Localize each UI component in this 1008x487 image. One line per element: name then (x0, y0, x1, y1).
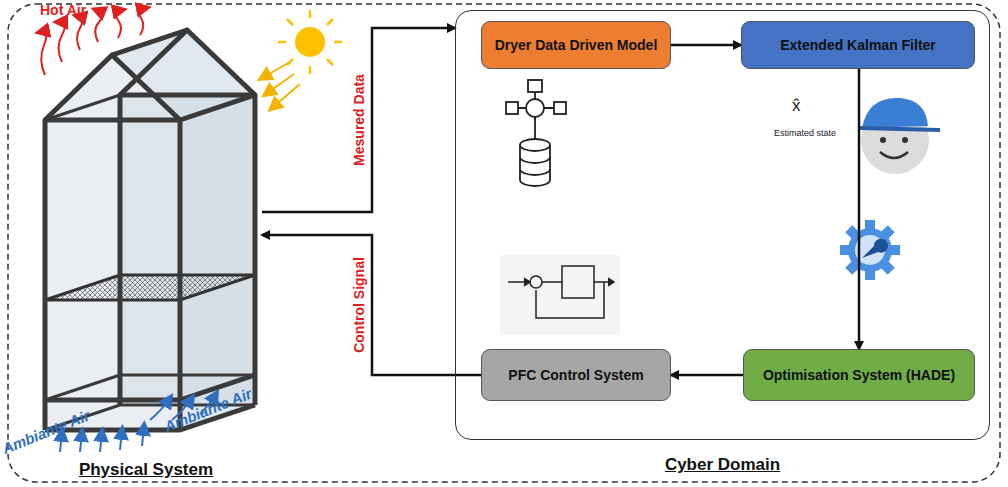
cyber-domain-panel: Cyber DomainDryer Data Driven ModelExten… (455, 10, 990, 440)
flow-arrow (858, 69, 861, 349)
physical-system-region: Physical System (30, 20, 262, 482)
process-box: PFC Control System (481, 349, 671, 401)
gear-icon (840, 220, 900, 280)
control-loop-icon (500, 255, 620, 335)
flow-arrow (671, 44, 741, 47)
air-label: Ambiante Air (162, 384, 254, 435)
signal-label: Control Signal (351, 255, 367, 355)
box-label: Optimisation System (HADE) (763, 367, 955, 383)
hot-air-arrows (40, 8, 146, 75)
process-box: Dryer Data Driven Model (481, 21, 671, 69)
section-title: Cyber Domain (456, 455, 989, 475)
process-box: Optimisation System (HADE) (743, 349, 975, 401)
air-label: Ambiante Air (0, 406, 92, 457)
state-symbol: x̂ (792, 96, 801, 116)
process-box: Extended Kalman Filter (741, 21, 975, 69)
data-model-icon (506, 80, 566, 186)
section-title: Physical System (30, 460, 262, 480)
flow-arrow (671, 374, 743, 377)
state-caption: Estimated state (774, 128, 836, 138)
box-label: Dryer Data Driven Model (495, 37, 658, 53)
air-label: Hot Air (40, 2, 86, 18)
sun (262, 10, 342, 108)
signal-label: Mesured Data (351, 72, 367, 168)
outer-dashed-frame (8, 4, 1000, 482)
flow-arrow (262, 235, 481, 375)
box-label: Extended Kalman Filter (780, 37, 936, 53)
dryer-greenhouse (45, 30, 255, 430)
flow-arrow (262, 28, 455, 212)
observer-avatar (860, 98, 940, 174)
box-label: PFC Control System (508, 367, 643, 383)
